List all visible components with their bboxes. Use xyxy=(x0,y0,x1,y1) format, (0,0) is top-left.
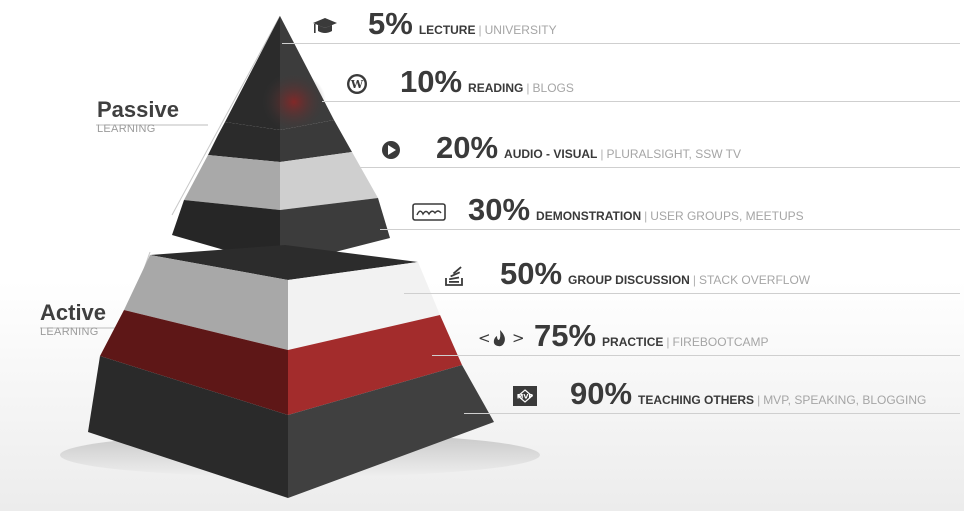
row-divider xyxy=(322,101,960,102)
row-divider xyxy=(380,229,960,230)
row-divider xyxy=(282,43,960,44)
level-examples: USER GROUPS, MEETUPS xyxy=(650,209,804,223)
passive-title: Passive xyxy=(97,97,179,122)
level-row-group-discussion: 50% GROUP DISCUSSION|STACK OVERFLOW xyxy=(404,250,960,294)
level-separator: | xyxy=(757,393,761,407)
level-examples: STACK OVERFLOW xyxy=(698,273,811,287)
passive-group-label: Passive LEARNING xyxy=(97,98,179,136)
layer-audio-left xyxy=(184,155,280,210)
level-separator: | xyxy=(666,335,670,349)
firebootcamp-icon: < > xyxy=(478,329,524,347)
layer-reading-highlight xyxy=(262,72,326,132)
level-text: 50% GROUP DISCUSSION|STACK OVERFLOW xyxy=(500,258,810,289)
level-text: 30% DEMONSTRATION|USER GROUPS, MEETUPS xyxy=(468,194,804,225)
svg-text:MVP: MVP xyxy=(517,393,533,401)
level-separator: | xyxy=(526,81,530,95)
wordpress-icon: W xyxy=(347,74,367,94)
level-separator: | xyxy=(644,209,648,223)
layer-discussion-left xyxy=(124,255,288,350)
active-title: Active xyxy=(40,300,107,325)
row-divider xyxy=(464,413,960,414)
level-examples: UNIVERSITY xyxy=(484,23,557,37)
graduation-cap-icon xyxy=(313,18,337,33)
svg-text:W: W xyxy=(350,78,364,91)
level-percent: 50% xyxy=(500,256,563,291)
level-activity: READING xyxy=(468,81,524,95)
svg-text:<: < xyxy=(478,329,491,347)
pluralsight-icon xyxy=(382,141,400,159)
level-percent: 10% xyxy=(400,64,463,99)
level-activity: PRACTICE xyxy=(602,335,664,349)
svg-text:>: > xyxy=(512,329,524,347)
layer-practice-left xyxy=(100,310,288,415)
level-separator: | xyxy=(478,23,482,37)
stack-overflow-icon xyxy=(445,266,463,286)
meetup-icon xyxy=(412,203,446,221)
level-row-demonstration: 30% DEMONSTRATION|USER GROUPS, MEETUPS xyxy=(380,186,960,230)
level-percent: 90% xyxy=(570,376,633,411)
passive-pyramid xyxy=(172,16,390,266)
level-percent: 20% xyxy=(436,130,499,165)
layer-discussion-right xyxy=(288,262,440,350)
level-separator: | xyxy=(692,273,696,287)
level-row-teaching-others: MVP 90% TEACHING OTHERS|MVP, SPEAKING, BL… xyxy=(464,370,960,414)
active-top-face xyxy=(150,245,418,280)
level-row-reading: W 10% READING|BLOGS xyxy=(322,58,960,102)
level-examples: MVP, SPEAKING, BLOGGING xyxy=(763,393,927,407)
layer-audio-right xyxy=(280,152,378,210)
level-activity: LECTURE xyxy=(418,23,476,37)
level-examples: BLOGS xyxy=(532,81,574,95)
layer-practice-right xyxy=(288,315,462,415)
level-text: 90% TEACHING OTHERS|MVP, SPEAKING, BLOGGI… xyxy=(570,378,926,409)
active-subtitle: LEARNING xyxy=(40,326,99,338)
row-divider xyxy=(350,167,960,168)
level-activity: DEMONSTRATION xyxy=(536,209,642,223)
active-pyramid xyxy=(88,245,494,498)
level-text: 20% AUDIO - VISUAL|PLURALSIGHT, SSW TV xyxy=(436,132,741,163)
row-divider xyxy=(432,355,960,356)
passive-edge-line xyxy=(171,15,281,216)
mvp-icon: MVP xyxy=(513,386,537,406)
active-group-label: Active LEARNING xyxy=(40,301,106,339)
layer-teaching-left xyxy=(88,356,288,498)
level-text: 75% PRACTICE|FIREBOOTCAMP xyxy=(534,320,769,351)
level-examples: PLURALSIGHT, SSW TV xyxy=(606,147,741,161)
row-divider xyxy=(404,293,960,294)
level-activity: AUDIO - VISUAL xyxy=(504,147,598,161)
level-activity: GROUP DISCUSSION xyxy=(568,273,690,287)
level-row-practice: < > 75% PRACTICE|FIREBOOTCAMP xyxy=(432,312,960,356)
layer-teaching-right xyxy=(288,365,494,498)
level-percent: 30% xyxy=(468,192,531,227)
level-text: 5% LECTURE|UNIVERSITY xyxy=(368,8,557,39)
level-text: 10% READING|BLOGS xyxy=(400,66,574,97)
level-percent: 75% xyxy=(534,318,597,353)
level-activity: TEACHING OTHERS xyxy=(638,393,755,407)
level-examples: FIREBOOTCAMP xyxy=(672,335,769,349)
level-separator: | xyxy=(600,147,604,161)
level-percent: 5% xyxy=(368,6,413,41)
passive-subtitle: LEARNING xyxy=(97,123,156,135)
level-row-audio-visual: 20% AUDIO - VISUAL|PLURALSIGHT, SSW TV xyxy=(350,124,960,168)
level-row-lecture: 5% LECTURE|UNIVERSITY xyxy=(282,0,960,44)
